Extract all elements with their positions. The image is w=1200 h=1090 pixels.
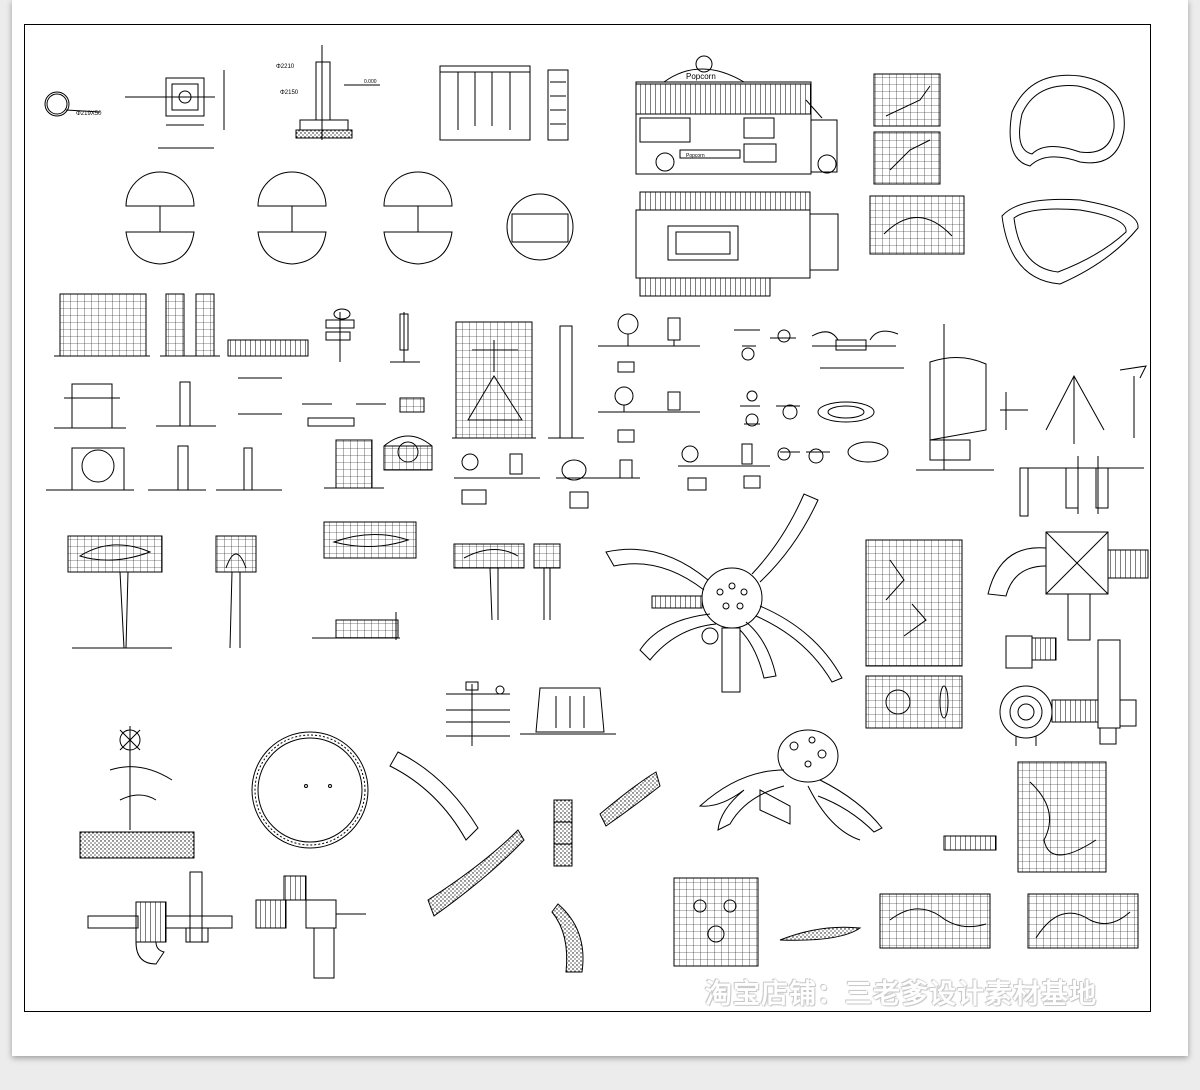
fish-signboards	[67, 521, 561, 649]
grid-panel-wave	[1017, 761, 1107, 873]
pipe-ring-detail: Φ219X50	[44, 91, 102, 117]
fence-elevation	[439, 65, 569, 141]
spring-riders	[454, 313, 830, 509]
shop-watermark: 淘宝店铺：三老爹设计素材基地	[705, 979, 1097, 1010]
truck-sign-label: Popcorn	[686, 72, 716, 81]
dome-kiosks	[125, 171, 574, 265]
drawing-sheet	[12, 0, 1188, 1056]
truck-sign-small-label: Popcorn	[686, 153, 705, 159]
popcorn-truck-elevation: Popcorn Popcorn	[635, 55, 838, 175]
popcorn-truck-plan	[635, 191, 839, 297]
grid-fence-panels	[54, 293, 309, 357]
playset-plan-left	[87, 871, 366, 979]
signpost-details	[238, 308, 425, 427]
leaf-path	[779, 926, 862, 941]
footing-plan-detail	[125, 70, 225, 149]
flower-planter	[79, 726, 195, 859]
gate-details	[446, 681, 616, 746]
tower-grid-elevation	[452, 321, 584, 439]
height-mark-label: 0.000	[364, 79, 377, 85]
post-section-detail: Φ2210 Φ2150 0.000	[276, 45, 380, 140]
grid-panel-face	[673, 877, 759, 967]
seesaws	[811, 330, 904, 463]
pond-plans	[1001, 74, 1139, 285]
pipe-d1-label: Φ2210	[276, 64, 295, 70]
pipe-spec-label: Φ219X50	[76, 111, 102, 117]
pirate-ship-playset	[916, 324, 1147, 517]
pipe-d2-label: Φ2150	[280, 90, 299, 96]
small-sign-panels	[324, 435, 433, 489]
drawing-frame	[24, 24, 1151, 1012]
bench-seat-details	[46, 381, 282, 491]
playset-plan-upper	[987, 531, 1149, 641]
grid-panels-right	[865, 539, 963, 729]
log-detail	[943, 835, 997, 851]
grid-panels-top	[869, 73, 965, 255]
ring-path-plan	[251, 731, 369, 849]
playset-elevation-right	[999, 635, 1137, 746]
grid-panels-bottom	[879, 893, 1139, 949]
octopus-slide-plan	[605, 493, 843, 693]
curved-path-segments	[389, 751, 661, 973]
octopus-slide-3d	[698, 729, 883, 841]
